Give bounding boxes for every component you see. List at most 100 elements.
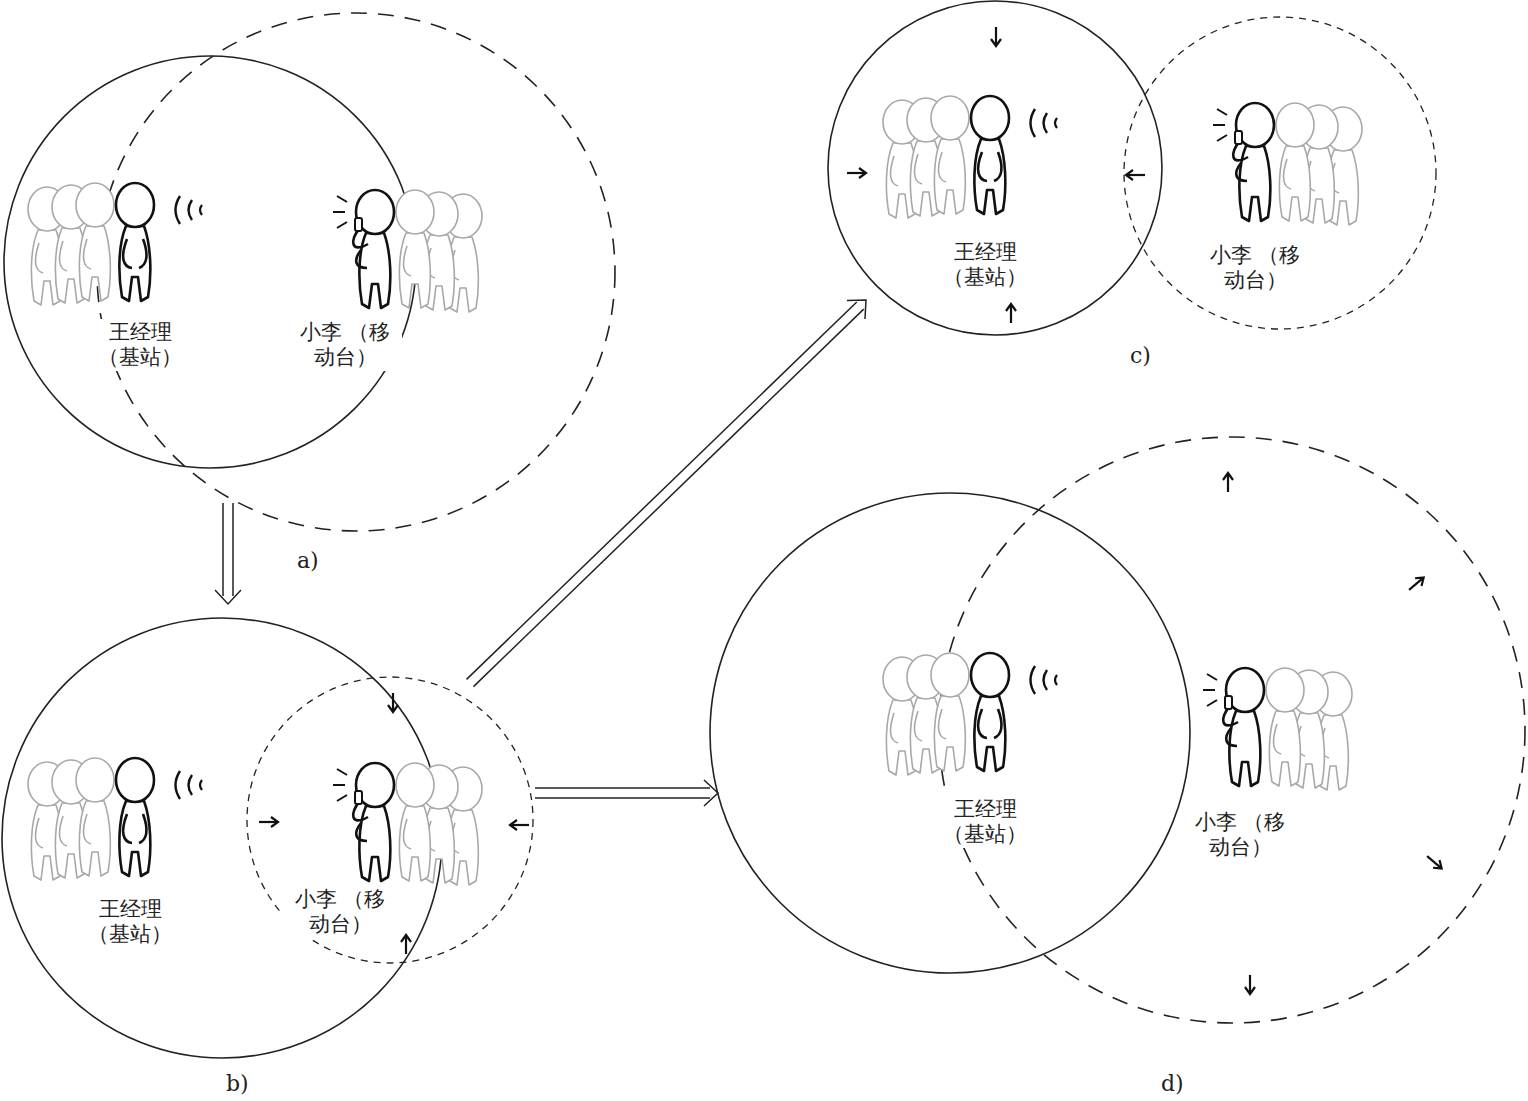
arm [1274, 724, 1281, 754]
arm [1226, 728, 1237, 746]
phone [1235, 131, 1242, 144]
head [76, 183, 114, 227]
transition-arrow [461, 291, 875, 693]
sound-wave [189, 200, 193, 220]
person-figure [1233, 103, 1274, 221]
person-figure [116, 758, 154, 876]
mobile-station-label: 小李 （移动台） [1183, 809, 1297, 861]
arm [60, 816, 67, 846]
head [1276, 103, 1314, 147]
body [359, 806, 390, 881]
coverage-circle [828, 1, 1162, 335]
crowd-person [76, 758, 114, 876]
small-arrow [388, 693, 398, 712]
speech-mark [1207, 674, 1217, 680]
head [971, 653, 1009, 697]
phone [355, 791, 362, 804]
speech-mark [1203, 689, 1215, 691]
arm [915, 154, 922, 184]
sound-wave [1055, 675, 1057, 685]
small-arrow [510, 820, 529, 830]
arm [1284, 159, 1291, 189]
small-arrow [1006, 304, 1016, 323]
crowd-person [396, 763, 434, 881]
head [1226, 668, 1264, 712]
arm [36, 818, 43, 848]
small-arrow [1424, 852, 1445, 872]
arrow-line [222, 503, 224, 596]
arrow-line [535, 787, 710, 789]
sound-wave [200, 780, 202, 790]
body [1279, 146, 1310, 221]
sound-wave [176, 196, 181, 224]
arrow-line [473, 309, 863, 686]
body [934, 696, 965, 771]
speech-mark [333, 211, 345, 213]
sound-wave [1031, 109, 1036, 137]
crowd-person [931, 653, 969, 771]
arrow-line [467, 302, 857, 679]
person-figure [116, 183, 154, 301]
speech-mark [1207, 700, 1217, 706]
speech-mark [1217, 135, 1227, 141]
coverage-circle [2, 618, 442, 1058]
arm [139, 239, 146, 268]
arm [123, 814, 132, 843]
head [356, 763, 394, 807]
arrow-head [1433, 860, 1445, 872]
arrow-head [271, 817, 278, 827]
mobile-station-label: 小李 （移动台） [288, 319, 402, 371]
arrow-shaft [1409, 578, 1423, 590]
person-figure [971, 653, 1009, 771]
body [119, 226, 150, 301]
person-figure [1223, 668, 1264, 786]
arm [84, 239, 91, 269]
head [116, 183, 154, 227]
head [931, 653, 969, 697]
sound-wave [189, 775, 193, 795]
base-station-label: 王经理 （基站） [84, 896, 176, 948]
arm [1236, 163, 1247, 181]
sound-wave [176, 771, 181, 799]
transition-arrow [215, 503, 241, 604]
arrow-shaft [511, 824, 529, 826]
coverage-circle [4, 56, 416, 468]
head [971, 96, 1009, 140]
body [974, 696, 1005, 771]
head [116, 758, 154, 802]
panel-label: d) [1159, 1071, 1186, 1096]
arrow-shaft [259, 821, 277, 823]
arm [356, 823, 367, 841]
mobile-station-label: 小李 （移动台） [283, 886, 397, 938]
phone [1225, 696, 1232, 709]
arrow-shaft [1127, 174, 1145, 176]
arrow-shaft [1227, 474, 1229, 492]
crowd-person [396, 190, 434, 308]
arm [123, 239, 132, 268]
head [76, 758, 114, 802]
arm [939, 709, 946, 739]
speech-mark [337, 196, 347, 202]
arm [139, 814, 146, 843]
arrow-shaft [847, 172, 865, 174]
sound-wave [1044, 113, 1048, 133]
arrow-line [535, 797, 710, 799]
base-station-label: 王经理 （基站） [94, 319, 186, 371]
small-arrow [1126, 170, 1145, 180]
coverage-circle-dashed [939, 437, 1525, 1023]
arrow-head [510, 820, 517, 830]
person-figure [353, 190, 394, 308]
base-station-label: 王经理 （基站） [939, 239, 1031, 291]
panel-label: c) [1128, 343, 1153, 368]
arrow-shaft [405, 936, 407, 954]
arm [404, 246, 411, 276]
arm [994, 709, 1001, 738]
arrow-head [704, 780, 718, 806]
arrow-head [991, 39, 1001, 46]
mobile-station-label: 小李 （移动台） [1198, 242, 1312, 294]
arrow-head [859, 168, 866, 178]
head [396, 190, 434, 234]
coverage-circle-dashed [97, 13, 615, 531]
speech-mark [337, 769, 347, 775]
